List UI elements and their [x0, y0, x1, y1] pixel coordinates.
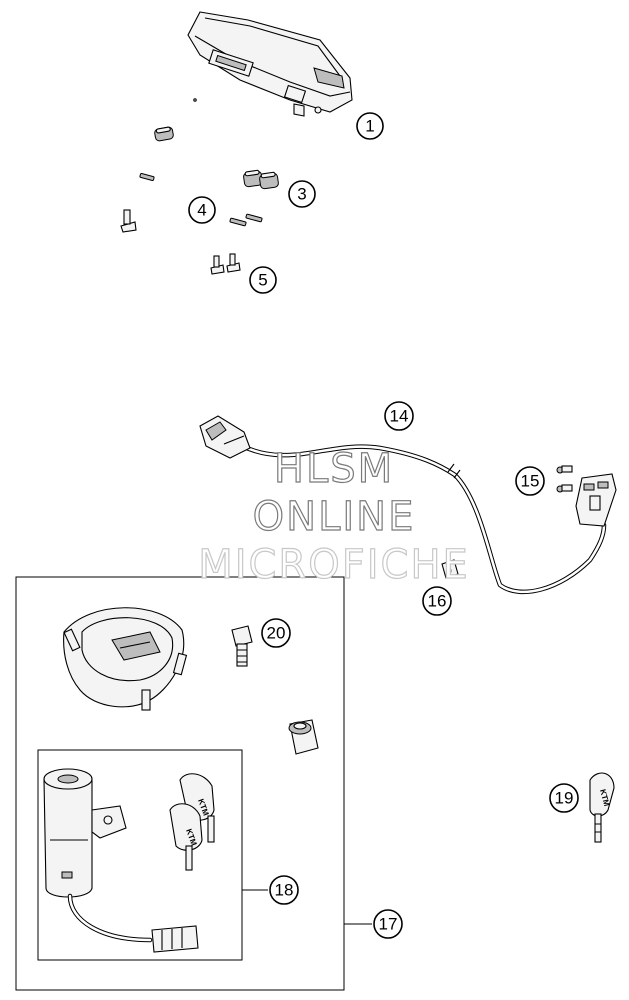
- watermark-line-3: MICROFICHE: [198, 542, 470, 588]
- callout-5: 5: [249, 266, 277, 294]
- callout-label: 1: [365, 117, 374, 136]
- callout-4: 4: [188, 196, 216, 224]
- key: KTM: [589, 772, 615, 843]
- callout-label: 3: [297, 185, 306, 204]
- watermark-line-1: HLSM: [274, 446, 394, 492]
- callout-3: 3: [288, 180, 316, 208]
- watermark: HLSM ONLINE MICROFICHE: [198, 445, 470, 588]
- bolt: [231, 625, 253, 667]
- screw: [120, 209, 241, 275]
- callout-14: 14: [384, 401, 414, 431]
- wiring-harness: [199, 415, 607, 595]
- callout-label: 18: [275, 881, 294, 900]
- callout-label: 15: [521, 472, 540, 491]
- key-pair: KTM KTM: [169, 773, 215, 871]
- callout-label: 17: [379, 915, 398, 934]
- callout-17: 17: [373, 909, 403, 939]
- callout-label: 4: [197, 201, 206, 220]
- callout-label: 14: [390, 407, 409, 426]
- kit-17-frame: [15, 576, 345, 991]
- callout-1: 1: [356, 112, 384, 140]
- fuel-tank-cap: [63, 607, 188, 711]
- brand-mark: KTM: [598, 788, 611, 807]
- immobilizer-module: [556, 465, 617, 527]
- rubber-grommet: [154, 126, 279, 190]
- spacer-pin: [139, 172, 263, 227]
- callout-label: 16: [428, 592, 447, 611]
- ignition-lock: [43, 768, 199, 953]
- callout-16: 16: [422, 586, 452, 616]
- callout-label: 5: [258, 271, 267, 290]
- callout-label: 19: [555, 789, 574, 808]
- instrument-cluster: [187, 11, 353, 117]
- callout-18: 18: [269, 875, 299, 905]
- callout-label: 20: [267, 624, 286, 643]
- callout-15: 15: [515, 466, 545, 496]
- callout-19: 19: [549, 783, 579, 813]
- kit-18-frame: [37, 749, 243, 961]
- callout-20: 20: [261, 618, 291, 648]
- lock-cylinder: [288, 719, 319, 755]
- watermark-line-2: ONLINE: [253, 494, 416, 540]
- cable-clip: [441, 559, 459, 579]
